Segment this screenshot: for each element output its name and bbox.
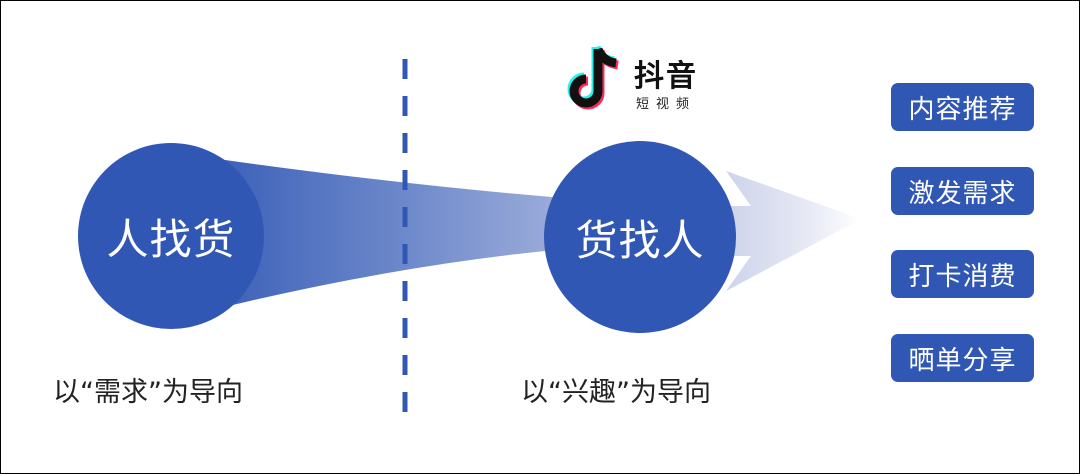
outcome-share-order: 晒单分享 [891,334,1034,382]
circle-people-find-goods: 人找货 [78,143,264,329]
outcome-check-in-consume: 打卡消费 [891,250,1034,298]
logo-subtitle: 短视频 [636,97,697,112]
outcome-label: 内容推荐 [908,94,1017,125]
chevron-arrow [726,171,861,291]
douyin-note-icon [567,45,619,110]
outcome-stimulate-demand: 激发需求 [891,167,1034,215]
douyin-logo: 抖音 短视频 [564,43,704,115]
circle-label: 人找货 [106,214,236,264]
outcome-label: 晒单分享 [908,345,1017,376]
circle-label: 货找人 [575,215,705,265]
outcome-label: 激发需求 [908,178,1017,209]
circle-goods-find-people: 货找人 [544,141,736,333]
outcome-content-recommendation: 内容推荐 [891,83,1034,131]
logo-title: 抖音 [634,59,698,94]
funnel-connector [176,153,601,319]
left-caption: 以“需求”为导向 [53,377,243,408]
outcome-label: 打卡消费 [908,261,1017,292]
right-caption: 以“兴趣”为导向 [521,377,711,408]
